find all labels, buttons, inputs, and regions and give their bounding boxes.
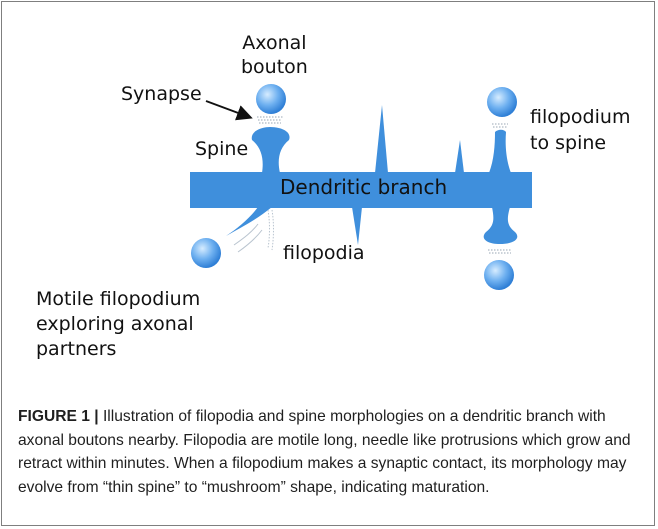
label-dendritic-branch: Dendritic branch [280, 176, 447, 199]
synapse-arrow [206, 101, 249, 117]
label-axonal-bouton: Axonal bouton [241, 31, 308, 79]
caption-text: Illustration of filopodia and spine morp… [18, 408, 631, 496]
figure-label: FIGURE 1 | [18, 408, 99, 425]
label-filopodium-to-spine: filopodium to spine [530, 104, 630, 156]
axonal-bouton-motile [191, 238, 221, 268]
filopodium-top-right [455, 140, 464, 173]
label-filopodia: filopodia [283, 242, 365, 265]
figure-caption: FIGURE 1 | Illustration of filopodia and… [18, 405, 648, 499]
filopodium-top-center [375, 105, 388, 173]
axonal-bouton-top-right [487, 87, 517, 117]
axonal-bouton-left [256, 84, 286, 114]
filopodium-to-spine-neck [489, 130, 511, 173]
filopodium-bottom-center [352, 207, 362, 245]
axonal-bouton-bottom-right [484, 260, 514, 290]
filopodium-cleft [492, 124, 508, 127]
mushroom-spine-bottom [484, 207, 518, 244]
synaptic-cleft [257, 117, 283, 123]
label-spine: Spine [195, 138, 248, 161]
label-motile-filopodium: Motile filopodium exploring axonal partn… [36, 287, 200, 362]
label-synapse: Synapse [121, 83, 202, 106]
bottom-cleft [488, 250, 512, 253]
mushroom-spine-top [252, 127, 290, 173]
motile-filopodium [226, 207, 272, 236]
